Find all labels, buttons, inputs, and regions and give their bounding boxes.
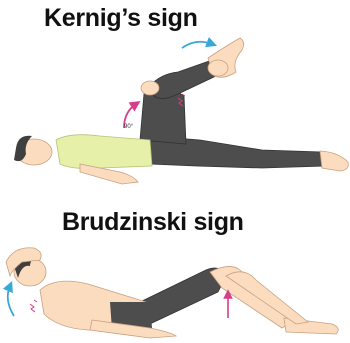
- flat-foot: [320, 151, 348, 171]
- curved-arrow-icon: [182, 42, 212, 48]
- raised-shin: [150, 60, 216, 99]
- brudzinski-figure: [0, 232, 350, 343]
- torso-shirt: [56, 135, 152, 169]
- shin: [210, 266, 296, 328]
- examiner-hand-ankle: [208, 60, 228, 76]
- angle-label: 90°: [124, 124, 134, 130]
- examiner-hand-knee: [141, 81, 159, 95]
- kernig-figure: 90°: [0, 36, 350, 196]
- pain-spark-icon: [30, 300, 37, 312]
- kernig-sign-title: Kernig’s sign: [44, 4, 198, 33]
- curved-arrow-icon: [8, 286, 14, 316]
